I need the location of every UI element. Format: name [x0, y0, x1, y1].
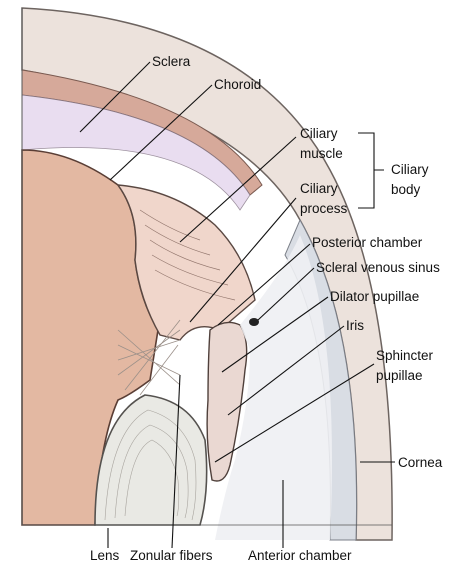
- leader-iris: [227, 325, 345, 416]
- anterior-chamber-shape: [215, 235, 332, 540]
- label-anterior-chamber: Anterior chamber: [248, 548, 352, 563]
- label-choroid: Choroid: [214, 77, 261, 92]
- leader-posterior-chamber: [217, 243, 311, 326]
- label-iris: Iris: [346, 318, 364, 333]
- leader-ciliary-process: [189, 197, 297, 323]
- scleral-venous-sinus-shape: [249, 318, 259, 326]
- label-ciliary-body-1: Ciliary: [391, 162, 429, 177]
- leader-ciliary-muscle: [179, 136, 297, 243]
- leader-scleral-venous-sinus: [257, 267, 315, 321]
- label-ciliary-process-2: process: [300, 201, 348, 216]
- leader-lines: [79, 61, 395, 549]
- ciliary-body-shape: [116, 184, 256, 341]
- leader-zonular-fibers: [171, 374, 181, 549]
- label-ciliary-process-1: Ciliary: [300, 181, 338, 196]
- leader-choroid: [109, 84, 213, 181]
- label-sphincter-2: pupillae: [376, 368, 423, 383]
- leader-sphincter-pupillae: [214, 363, 375, 463]
- label-cornea: Cornea: [398, 455, 443, 470]
- ciliary-body-bracket: [358, 132, 384, 209]
- label-ciliary-muscle-2: muscle: [300, 146, 343, 161]
- label-ciliary-muscle-1: Ciliary: [300, 126, 338, 141]
- leader-sclera: [79, 61, 151, 133]
- label-sclera: Sclera: [152, 54, 191, 69]
- zonular-fibers-shape: [117, 319, 181, 396]
- label-lens: Lens: [90, 548, 120, 563]
- label-sphincter-1: Sphincter: [376, 348, 434, 363]
- label-ciliary-body-2: body: [391, 182, 421, 197]
- sclera-shape: [21, 7, 393, 541]
- labels: Sclera Choroid Ciliary muscle Ciliary pr…: [90, 54, 443, 563]
- label-zonular-fibers: Zonular fibers: [130, 548, 213, 563]
- label-posterior-chamber: Posterior chamber: [312, 235, 423, 250]
- leader-dilator-pupillae: [221, 296, 329, 373]
- label-dilator-pupillae: Dilator pupillae: [330, 289, 419, 304]
- label-scleral-venous-sinus: Scleral venous sinus: [316, 260, 440, 275]
